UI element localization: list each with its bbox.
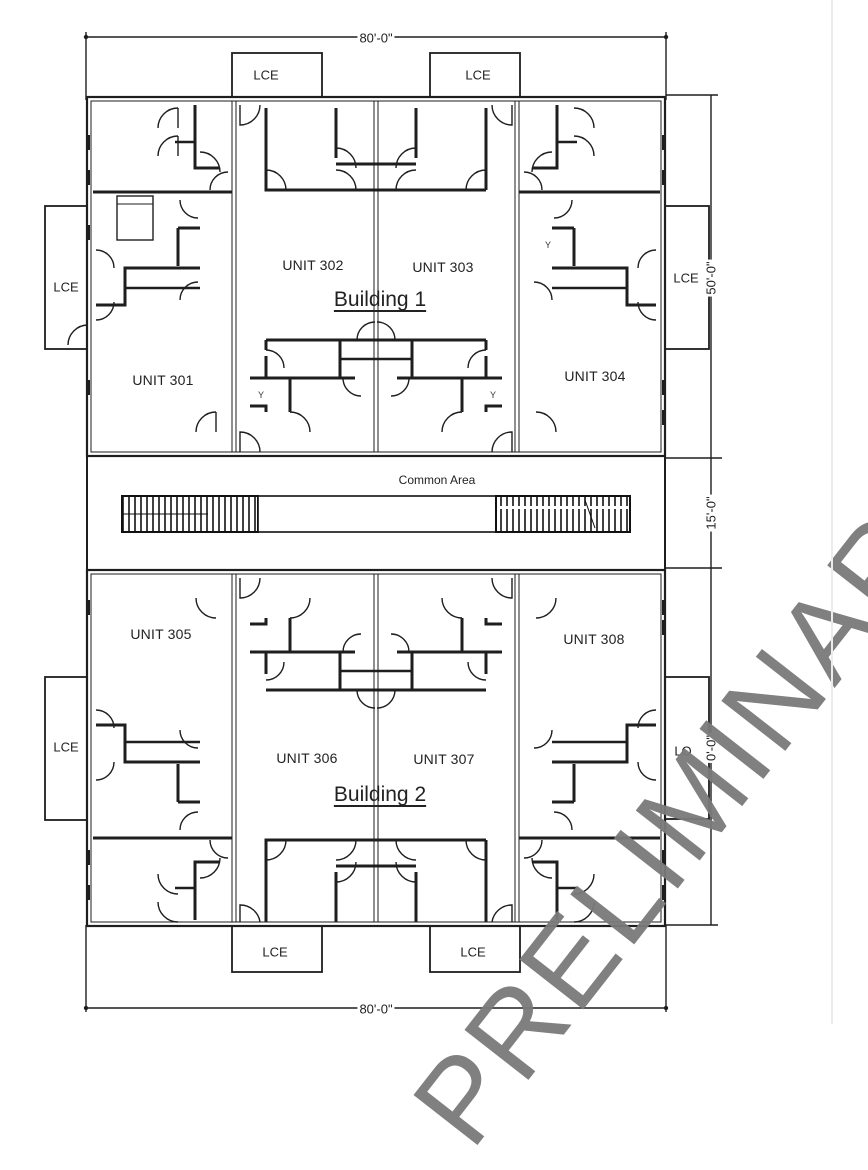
top-width-dimension: 80'-0" [357, 30, 395, 46]
unit-301-label: UNIT 301 [132, 372, 194, 388]
lce-label-b2-right: LO [674, 743, 692, 759]
building-1-title: Building 1 [333, 288, 427, 311]
floor-plan-drawing: Y Y Y [44, 32, 722, 1012]
page-edge-divider [831, 0, 833, 1024]
lce-label-top-left: LCE [253, 67, 279, 83]
unit-303-label: UNIT 303 [412, 259, 474, 275]
floor-plan-page: Y Y Y [44, 0, 868, 1169]
building-2-title: Building 2 [333, 783, 427, 806]
lce-label-top-right: LCE [465, 67, 491, 83]
unit-305-label: UNIT 305 [130, 626, 192, 642]
building-depth-dimension: 50'-0" [703, 259, 719, 297]
lce-label-b1-left: LCE [53, 279, 79, 295]
unit-302-label: UNIT 302 [282, 257, 344, 273]
svg-text:Y: Y [490, 390, 496, 400]
common-depth-dimension: 15'-0" [703, 494, 719, 532]
stair-left [121, 495, 259, 533]
lce-label-bottom-left: LCE [262, 944, 288, 960]
unit-306-label: UNIT 306 [276, 750, 338, 766]
unit-307-label: UNIT 307 [413, 751, 475, 767]
bottom-width-dimension: 80'-0" [357, 1001, 395, 1017]
lce-label-b2-left: LCE [53, 739, 79, 755]
svg-text:Y: Y [545, 240, 551, 250]
lce-label-b1-right: LCE [673, 270, 699, 286]
stair-right [495, 495, 631, 533]
common-area-label: Common Area [398, 473, 476, 487]
unit-308-label: UNIT 308 [563, 631, 625, 647]
lce-label-bottom-right: LCE [460, 944, 486, 960]
svg-text:Y: Y [258, 390, 264, 400]
unit-304-label: UNIT 304 [564, 368, 626, 384]
